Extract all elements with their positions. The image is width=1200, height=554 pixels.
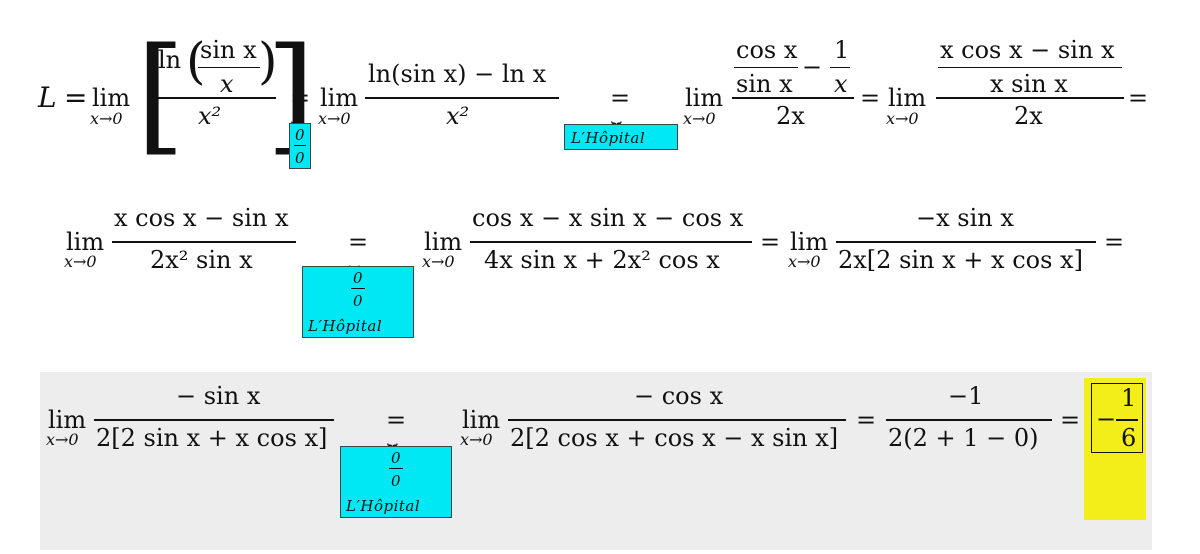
lim-subscript: x→0 (683, 109, 716, 128)
lim-subscript: x→0 (460, 430, 493, 449)
equals-sign: = (348, 228, 369, 256)
lim-subscript: x→0 (318, 109, 351, 128)
denominator: 2x[2 sin x + x cos x] (838, 246, 1083, 274)
denominator: 2[2 cos x + cos x − x sin x] (510, 424, 839, 452)
x-squared: x² (446, 102, 470, 130)
lim-subscript: x→0 (788, 252, 821, 271)
lim-subscript: x→0 (46, 430, 79, 449)
right-paren: ) (258, 32, 278, 90)
answer-numerator: 1 (1121, 384, 1137, 412)
equals-sign: = (760, 228, 781, 256)
zero-over-zero-lhopital-label: 0 0 L′Hôpital (302, 266, 414, 338)
lim-label: lim (66, 228, 105, 256)
denominator: x sin x (990, 70, 1068, 98)
fraction-bar (830, 67, 850, 68)
final-row-background (40, 372, 1152, 550)
denominator: 2[2 sin x + x cos x] (96, 424, 328, 452)
fraction-bar (732, 97, 854, 99)
fraction-bar (470, 241, 752, 243)
numerator: ln(sin x) − ln x (368, 60, 547, 88)
fraction-bar (938, 67, 1122, 68)
fraction-bar (936, 97, 1124, 99)
lim-subscript: x→0 (90, 109, 123, 128)
equals-sign: = (860, 84, 881, 112)
lim-label: lim (48, 406, 87, 434)
x-squared: x² (198, 102, 222, 130)
lim-label: lim (424, 228, 463, 256)
fraction-bar (365, 97, 559, 99)
lim-label: lim (685, 84, 724, 112)
two-x: 2x (1014, 102, 1043, 130)
denominator: 2(2 + 1 − 0) (888, 424, 1039, 452)
numerator: x cos x − sin x (114, 204, 289, 232)
lim-label: lim (462, 406, 501, 434)
underbrace-icon: ⏟ (291, 104, 302, 125)
lhopital-label: L′Hôpital (564, 124, 678, 150)
answer-box (1091, 383, 1143, 453)
ln-label: ln (158, 46, 182, 74)
underbrace-icon: ⏟ (349, 248, 360, 269)
two-x: 2x (776, 102, 805, 130)
denominator: 2x² sin x (150, 246, 253, 274)
lim-subscript: x→0 (64, 252, 97, 271)
sin-x: sin x (736, 70, 793, 98)
fraction-bar (156, 97, 276, 99)
numerator: x cos x − sin x (940, 36, 1115, 64)
fraction-bar (1116, 419, 1138, 421)
denominator: 4x sin x + 2x² cos x (484, 246, 720, 274)
equals-sign: = (610, 84, 631, 112)
fraction-bar (508, 419, 846, 421)
answer-denominator: 6 (1121, 424, 1137, 452)
equals-sign: = (1128, 84, 1149, 112)
answer-highlight (1084, 378, 1146, 520)
zero-over-zero-lhopital-label: 0 0 L′Hôpital (340, 446, 452, 518)
fraction-bar (836, 241, 1096, 243)
lim-label: lim (790, 228, 829, 256)
one: 1 (834, 36, 850, 64)
answer-minus: − (1096, 405, 1117, 433)
underbrace-icon: ⏟ (387, 426, 398, 447)
fraction-bar (734, 67, 798, 68)
equals-sign: = (856, 406, 877, 434)
numerator: −x sin x (916, 204, 1014, 232)
numerator: − cos x (634, 382, 724, 410)
x-denominator: x (834, 70, 848, 98)
minus-sign: − (802, 53, 823, 81)
zero-over-zero-label: 0 0 (289, 123, 311, 169)
underbrace-icon: ⏟ (611, 104, 622, 125)
left-bracket: [ (136, 21, 186, 168)
lim-subscript: x→0 (886, 109, 919, 128)
equals-sign: = (1104, 228, 1125, 256)
lim-label: lim (888, 84, 927, 112)
cos-x: cos x (736, 36, 798, 64)
lim-label: lim (92, 84, 131, 112)
numerator: −1 (948, 382, 984, 410)
sin-x-numerator: sin x (200, 36, 257, 64)
lim-label: lim (320, 84, 359, 112)
lim-subscript: x→0 (422, 252, 455, 271)
fraction-bar (886, 419, 1052, 421)
fraction-bar (112, 241, 296, 243)
x-denominator: x (220, 70, 234, 98)
equals-sign: = (290, 84, 311, 112)
variable-L: L (38, 81, 57, 114)
left-paren: ( (186, 32, 206, 90)
fraction-bar (94, 419, 334, 421)
equals-sign: = (64, 81, 88, 114)
fraction-bar (198, 67, 260, 68)
numerator: cos x − x sin x − cos x (472, 204, 744, 232)
equals-sign: = (1060, 406, 1081, 434)
equals-sign: = (386, 406, 407, 434)
numerator: − sin x (176, 382, 261, 410)
